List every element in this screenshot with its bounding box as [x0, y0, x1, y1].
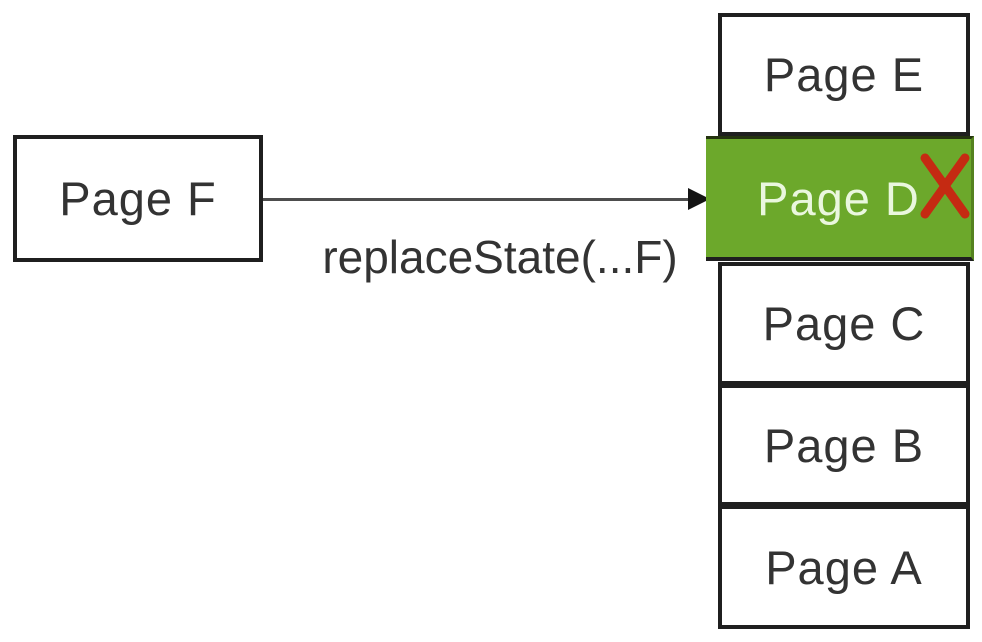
page-f-box: Page F: [13, 135, 263, 262]
stack-item-page-c: Page C: [718, 262, 970, 385]
page-f-label: Page F: [59, 172, 217, 225]
stack-item-page-b: Page B: [718, 384, 970, 506]
arrow-head-icon: [688, 188, 710, 210]
stack-item-page-a: Page A: [718, 505, 970, 629]
stack-item-label: Page D: [757, 171, 920, 225]
stack-item-label: Page B: [763, 418, 925, 472]
stack-item-label: Page C: [762, 297, 926, 350]
replacestate-call-label: replaceState(...F): [322, 231, 678, 283]
stack-item-label: Page A: [765, 540, 923, 594]
arrow-line: [263, 198, 695, 201]
red-x-icon: [920, 153, 970, 219]
stack-item-page-e: Page E: [718, 13, 970, 136]
stack-item-label: Page E: [763, 48, 925, 101]
